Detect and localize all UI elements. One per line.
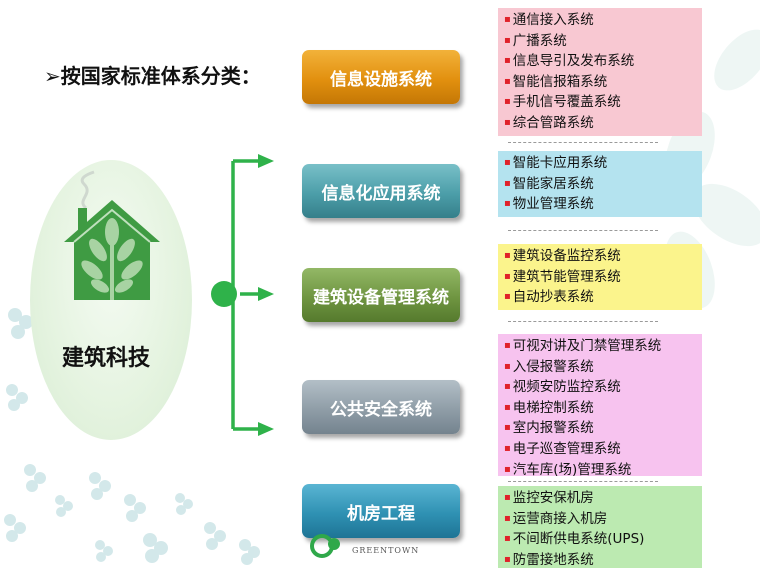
bullet-icon: ▪ [504,442,511,454]
bullet-icon: ▪ [504,75,511,87]
bullet-icon: ▪ [504,533,511,545]
items-panel-machine-room: ▪监控安保机房 ▪运营商接入机房 ▪不间断供电系统(UPS) ▪防雷接地系统 [498,486,702,568]
hub-node [211,281,237,307]
watermark-logo [310,534,340,558]
list-item: ▪手机信号覆盖系统 [504,94,621,111]
list-item: ▪智能信报箱系统 [504,73,608,90]
category-box-machine-room: 机房工程 [302,484,460,538]
list-item: ▪通信接入系统 [504,12,594,28]
separator [508,481,658,482]
list-item: ▪智能卡应用系统 [504,155,608,171]
bullet-icon: ▪ [504,96,511,108]
bullet-icon: ▪ [504,177,511,189]
category-box-info-application: 信息化应用系统 [302,164,460,218]
bullet-icon: ▪ [504,14,511,25]
connector-lines [211,154,274,436]
list-item: ▪汽车库(场)管理系统 [504,461,632,478]
list-item: ▪信息导引及发布系统 [504,53,635,70]
bullet-icon: ▪ [504,381,511,393]
list-item: ▪室内报警系统 [504,420,594,437]
bullet-icon: ▪ [504,512,511,524]
list-item: ▪广播系统 [504,32,567,49]
list-item: ▪入侵报警系统 [504,358,594,375]
watermark-text: GREENTOWN [352,546,420,555]
items-panel-building-equipment: ▪建筑设备监控系统 ▪建筑节能管理系统 ▪自动抄表系统 [498,244,702,310]
bullet-icon: ▪ [504,270,511,282]
list-item: ▪防雷接地系统 [504,551,594,568]
bullet-icon: ▪ [504,553,511,565]
bullet-icon: ▪ [504,250,511,261]
items-panel-info-application: ▪智能卡应用系统 ▪智能家居系统 ▪物业管理系统 [498,151,702,217]
list-item: ▪建筑节能管理系统 [504,268,621,285]
bullet-icon: ▪ [504,340,511,351]
list-item: ▪运营商接入机房 [504,510,608,527]
bullet-icon: ▪ [504,401,511,413]
separator [508,321,658,322]
bullet-icon: ▪ [504,463,511,475]
items-panel-public-safety: ▪可视对讲及门禁管理系统 ▪入侵报警系统 ▪视频安防监控系统 ▪电梯控制系统 ▪… [498,334,702,478]
list-item: ▪综合管路系统 [504,114,594,131]
bullet-icon: ▪ [504,360,511,372]
bullet-icon: ▪ [504,422,511,434]
bullet-icon: ▪ [504,198,511,210]
bullet-icon: ▪ [504,157,511,168]
page-title: ➢按国家标准体系分类： [44,64,261,88]
category-box-building-equipment: 建筑设备管理系统 [302,268,460,322]
bullet-icon: ▪ [504,492,511,503]
center-label: 建筑科技 [62,346,151,371]
list-item: ▪监控安保机房 [504,490,594,506]
flower-pattern [4,308,260,565]
list-item: ▪智能家居系统 [504,175,594,192]
list-item: ▪可视对讲及门禁管理系统 [504,338,662,354]
separator [508,142,658,143]
category-box-public-safety: 公共安全系统 [302,380,460,434]
bullet-icon: ▪ [504,116,511,128]
list-item: ▪视频安防监控系统 [504,379,621,396]
list-item: ▪自动抄表系统 [504,289,594,306]
house-icon [64,170,160,300]
category-box-info-facility: 信息设施系统 [302,50,460,104]
list-item: ▪电梯控制系统 [504,399,594,416]
list-item: ▪不间断供电系统(UPS) [504,531,645,548]
bullet-icon: ▪ [504,55,511,67]
bullet-icon: ▪ [504,34,511,46]
list-item: ▪建筑设备监控系统 [504,248,621,264]
list-item: ▪物业管理系统 [504,196,594,213]
list-item: ▪电子巡查管理系统 [504,440,621,457]
items-panel-info-facility: ▪通信接入系统 ▪广播系统 ▪信息导引及发布系统 ▪智能信报箱系统 ▪手机信号覆… [498,8,702,136]
bullet-icon: ▪ [504,291,511,303]
separator [508,230,658,231]
